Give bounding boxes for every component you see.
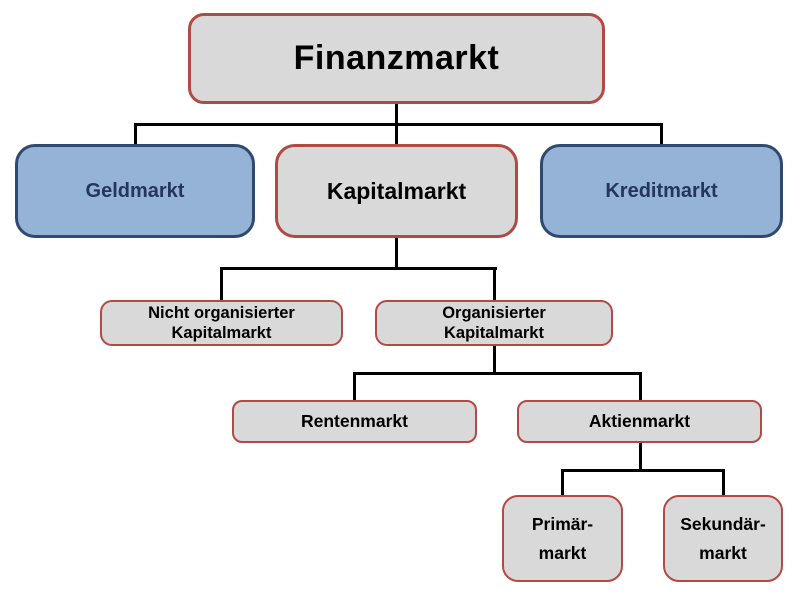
connector-drop-geldmarkt [133,124,137,146]
node-kreditmarkt: Kreditmarkt [540,144,783,238]
connector-drop-primaermarkt [560,470,564,497]
connector-kapitalmarkt-stem [394,236,398,269]
connector-drop-sekundaermarkt [721,470,725,497]
connector-organisierter-stem [492,344,496,374]
connector-drop-organisierter [492,268,496,302]
connector-aktienmarkt-stem [638,441,642,471]
node-sekundaermarkt: Sekundär- markt [663,495,783,582]
node-nicht-organisierter-kapitalmarkt: Nicht organisierter Kapitalmarkt [100,300,343,346]
connector-drop-rentenmarkt [352,373,356,402]
node-finanzmarkt: Finanzmarkt [188,13,605,104]
node-organisierter-kapitalmarkt: Organisierter Kapitalmarkt [375,300,613,346]
node-primaermarkt: Primär- markt [502,495,623,582]
connector-drop-kreditmarkt [659,124,663,146]
node-geldmarkt: Geldmarkt [15,144,255,238]
connector-level2-horizontal [219,267,497,270]
connector-drop-kapitalmarkt [394,124,398,146]
connector-drop-nicht-organisierter [219,268,223,302]
connector-level1-horizontal [133,123,663,126]
connector-drop-aktienmarkt [638,373,642,402]
connector-level3-horizontal [352,372,642,375]
node-aktienmarkt: Aktienmarkt [517,400,762,443]
connector-level4-horizontal [560,469,725,472]
node-rentenmarkt: Rentenmarkt [232,400,477,443]
node-kapitalmarkt: Kapitalmarkt [275,144,518,238]
connector-finanzmarkt-stem [394,104,398,125]
